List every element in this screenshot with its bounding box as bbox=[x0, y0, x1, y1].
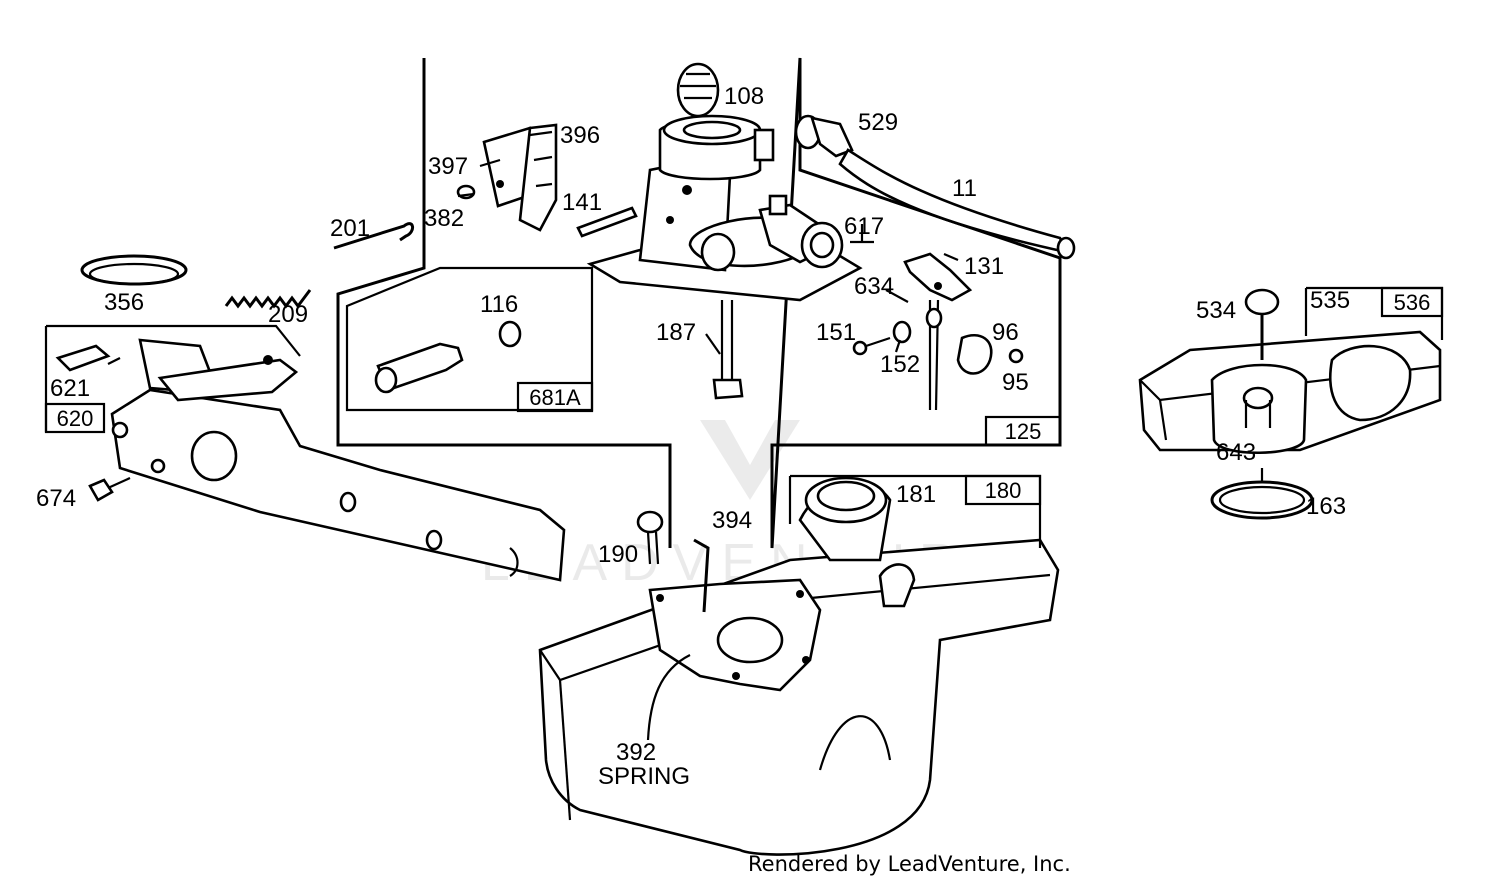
part-131-634-drawing bbox=[903, 252, 973, 411]
part-201-drawing bbox=[333, 222, 414, 250]
label-141: 141 bbox=[562, 189, 602, 216]
part-190-drawing bbox=[636, 510, 664, 565]
label-125: 125 bbox=[1005, 419, 1042, 444]
label-131: 131 bbox=[964, 253, 1004, 280]
part-621-drawing bbox=[55, 344, 111, 372]
label-621: 621 bbox=[50, 375, 90, 402]
label-392: 392 bbox=[616, 739, 656, 766]
label-382: 382 bbox=[424, 205, 464, 232]
label-396: 396 bbox=[560, 122, 600, 149]
part-674-drawing bbox=[88, 476, 131, 502]
box-681a bbox=[516, 381, 594, 413]
label-11: 11 bbox=[952, 175, 977, 202]
label-529: 529 bbox=[858, 109, 898, 136]
label-190: 190 bbox=[598, 541, 638, 568]
label-356: 356 bbox=[104, 289, 144, 316]
label-spring: SPRING bbox=[598, 763, 690, 790]
label-152: 152 bbox=[880, 351, 920, 378]
label-209: 209 bbox=[268, 301, 308, 328]
part-116-drawing bbox=[374, 320, 522, 394]
label-151: 151 bbox=[816, 319, 856, 346]
label-674: 674 bbox=[36, 485, 76, 512]
label-95: 95 bbox=[1002, 369, 1029, 396]
box-536 bbox=[1380, 286, 1444, 318]
part-529-11-drawing bbox=[794, 114, 1076, 260]
air-cleaner-drawing bbox=[1138, 288, 1442, 455]
footer-credit: Rendered by LeadVenture, Inc. bbox=[748, 852, 1071, 876]
part-141-drawing bbox=[576, 206, 638, 238]
carburetor-group-outline bbox=[336, 57, 1062, 549]
label-201: 201 bbox=[330, 215, 370, 242]
label-634: 634 bbox=[854, 273, 894, 300]
part-392-leader bbox=[646, 654, 691, 741]
label-96: 96 bbox=[992, 319, 1019, 346]
label-108: 108 bbox=[724, 83, 764, 110]
part-356-drawing bbox=[80, 254, 188, 286]
label-534: 534 bbox=[1196, 297, 1236, 324]
label-617: 617 bbox=[844, 213, 884, 240]
box-180 bbox=[964, 474, 1042, 506]
box-620 bbox=[44, 402, 106, 434]
carburetor-body bbox=[586, 114, 863, 302]
part-163-drawing bbox=[1210, 468, 1314, 520]
part-394-drawing bbox=[648, 538, 822, 692]
part-labels: 108 396 397 382 201 141 529 11 617 131 6… bbox=[36, 83, 1350, 790]
part-187-drawing bbox=[712, 300, 744, 400]
label-620: 620 bbox=[57, 406, 94, 431]
label-180: 180 bbox=[985, 478, 1022, 503]
part-209-drawing bbox=[224, 289, 312, 309]
label-163: 163 bbox=[1306, 493, 1346, 520]
label-187: 187 bbox=[656, 319, 696, 346]
part-396-397-drawing bbox=[456, 123, 558, 232]
leader-lines bbox=[107, 158, 959, 365]
label-397: 397 bbox=[428, 153, 468, 180]
label-181: 181 bbox=[896, 481, 936, 508]
choke-subgroup-outline bbox=[345, 266, 594, 412]
box-125 bbox=[984, 415, 1062, 447]
label-643: 643 bbox=[1216, 439, 1256, 466]
part-620-drawing bbox=[110, 338, 566, 582]
label-535: 535 bbox=[1310, 287, 1350, 314]
label-681a: 681A bbox=[529, 385, 581, 410]
part-151-152-96-95-drawing bbox=[852, 320, 1024, 375]
part-108-drawing bbox=[676, 62, 720, 118]
label-394: 394 bbox=[712, 507, 752, 534]
label-116: 116 bbox=[480, 291, 518, 318]
label-536: 536 bbox=[1394, 290, 1431, 315]
